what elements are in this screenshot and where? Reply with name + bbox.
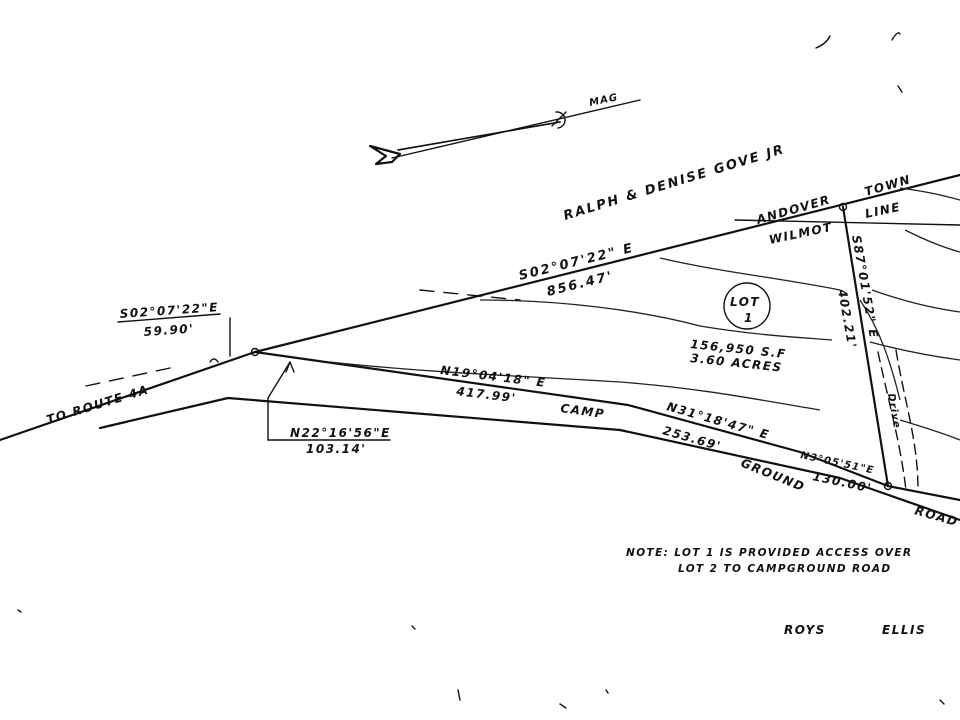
lot-south-line — [253, 350, 890, 488]
owner-label: RALPH & DENISE GOVE JR — [562, 142, 787, 224]
road-word-ground: GROUND — [739, 456, 807, 494]
east-distance: 402.21' — [835, 287, 859, 350]
town-line — [734, 219, 960, 226]
lot-circle — [723, 282, 771, 330]
town-word-line: LINE — [864, 200, 902, 221]
tie-distance: 103.14' — [306, 442, 366, 456]
neighbor-roys: ROYS — [784, 623, 826, 637]
neighbor-ellis: ELLIS — [882, 623, 926, 637]
lot-label: LOT — [730, 295, 760, 309]
driveway — [877, 351, 907, 491]
road-word-road: ROAD — [913, 503, 960, 529]
town-wilmot: WILMOT — [768, 220, 834, 247]
tie-bearing: N22°16'56"E — [290, 426, 391, 440]
road-word-camp: CAMP — [560, 401, 606, 421]
north-boundary-line — [253, 173, 960, 354]
west-distance: 59.90' — [143, 321, 194, 338]
lot-east-line — [841, 205, 890, 488]
note-line-2: LOT 2 TO CAMPGROUND ROAD — [678, 563, 892, 575]
west-boundary-line — [0, 350, 257, 442]
note-line-1: NOTE: LOT 1 IS PROVIDED ACCESS OVER — [626, 547, 912, 559]
lot-number: 1 — [744, 311, 754, 325]
west-bearing: S02°07'22"E — [119, 300, 219, 321]
town-word-town: TOWN — [863, 172, 913, 199]
road-south-edge — [98, 396, 960, 522]
north-arrow-icon — [368, 99, 641, 166]
